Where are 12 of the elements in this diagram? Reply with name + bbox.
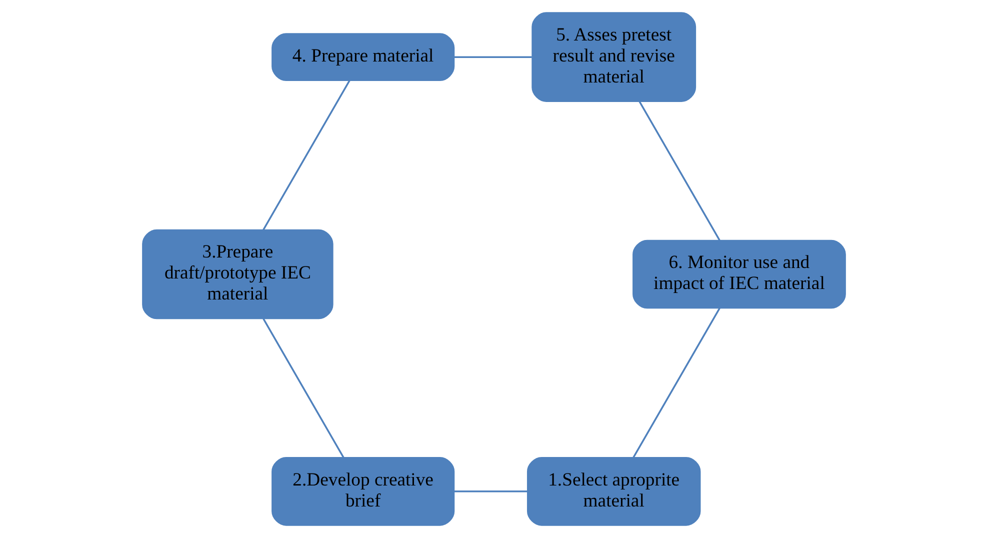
node-box: 2.Develop creative brief <box>271 457 454 526</box>
connector <box>262 80 350 230</box>
node-box: 3.Prepare draft/prototype IEC material <box>142 229 333 320</box>
node-box: 5. Asses pretest result and revise material <box>531 12 696 102</box>
node-box: 1.Select aproprite material <box>526 457 700 526</box>
node-box: 4. Prepare material <box>271 33 454 81</box>
connector <box>262 318 344 458</box>
connector <box>454 56 532 58</box>
connector <box>632 308 720 458</box>
node-box: 6. Monitor use and impact of IEC material <box>632 240 846 309</box>
connector <box>454 490 528 492</box>
connector <box>638 101 720 241</box>
